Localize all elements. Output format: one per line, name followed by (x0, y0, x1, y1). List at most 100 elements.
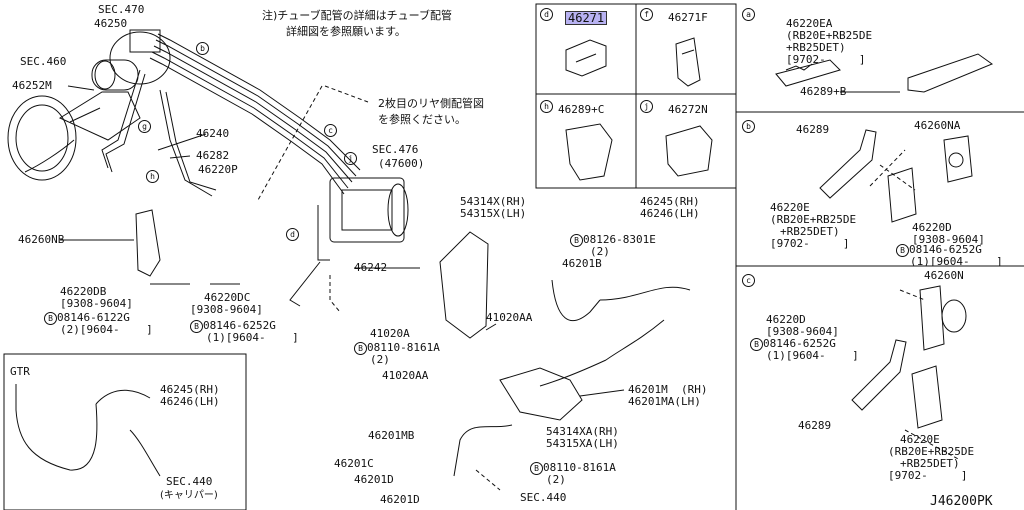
part-46271-highlighted[interactable]: 46271 (564, 11, 608, 25)
bolt-b-qty: (1)[9604- ] (910, 255, 1003, 268)
bracket-46260na-shape (943, 135, 973, 183)
clip-46272n-shape (665, 125, 713, 177)
bolt-b-icon: B (190, 320, 203, 333)
diagram-id: J46200PK (930, 494, 993, 509)
label-54315x: 54315X(LH) (460, 207, 527, 220)
label-46260n: 46260N (924, 269, 964, 282)
brake-booster-drawing (7, 29, 171, 181)
bracket-54314xa-shape (499, 367, 583, 421)
label-b-46289: 46289 (796, 123, 830, 136)
label-b-range: [9702- ] (770, 237, 850, 250)
callout-g[interactable]: g (138, 120, 151, 133)
label-46201c: 46201C (334, 457, 374, 470)
panel-callout-b: b (742, 120, 755, 133)
part-46289c[interactable]: 46289+C (558, 103, 605, 116)
clip-46220ea-shape (775, 59, 841, 87)
label-46220db: 46220DB (60, 285, 107, 298)
clip-46220e-b-shape (887, 167, 917, 223)
panel-callout-c: c (742, 274, 755, 287)
label-gtr-46246: 46246(LH) (160, 395, 220, 408)
clip-46271-shape (565, 39, 607, 77)
label-b-engines: (RB20E+RB25DE (770, 213, 857, 226)
callout-b[interactable]: b (196, 42, 209, 55)
label-c-range: [9308-9604] (766, 325, 839, 338)
label-a-range: [9702- ] (786, 53, 866, 66)
label-center-46245: 46245(RH) (640, 195, 700, 208)
callout-d[interactable]: d (286, 228, 299, 241)
clip-46220e-c-shape (911, 365, 943, 429)
bracket-46260n-shape (919, 285, 967, 351)
label-46250: 46250 (94, 17, 128, 30)
label-46242: 46242 (354, 261, 388, 274)
bolt-b-icon: B (354, 342, 367, 355)
bolt-08110-qty-2: (2) (546, 473, 566, 486)
label-41020aa: 41020AA (486, 311, 533, 324)
gtr-panel-frame (3, 353, 247, 510)
label-41020aa-2: 41020AA (382, 369, 429, 382)
panel-callout-f: f (640, 8, 653, 21)
panel-callout-j: j (640, 100, 653, 113)
label-gtr: GTR (10, 365, 30, 378)
label-47600: (47600) (378, 157, 425, 170)
bracket-46260nb-shape (135, 209, 161, 277)
label-41020a: 41020A (370, 327, 410, 340)
label-c-46220d: 46220D (766, 313, 806, 326)
panel-callout-a: a (742, 8, 755, 21)
label-c-range-2: [9702- ] (888, 469, 968, 482)
label-46240: 46240 (196, 127, 230, 140)
clip-46289c-shape (565, 123, 613, 181)
label-gtr-46245: 46245(RH) (160, 383, 220, 396)
part-46271f[interactable]: 46271F (668, 11, 708, 24)
bolt-b-icon: B (570, 234, 583, 247)
bolt-08146-6122g-qty: (2)[9604- ] (60, 323, 153, 336)
label-46201d-2: 46201D (380, 493, 420, 506)
clip-46271f-shape (675, 37, 701, 87)
label-46201d: 46201D (354, 473, 394, 486)
label-a-engines: (RB20E+RB25DE (786, 29, 873, 42)
label-46260nb: 46260NB (18, 233, 65, 246)
label-b-engines-2: +RB25DET) (780, 225, 840, 238)
callout-c[interactable]: c (324, 124, 337, 137)
bolt-b-icon: B (750, 338, 763, 351)
part-46272n[interactable]: 46272N (668, 103, 708, 116)
label-46201ma: 46201MA(LH) (628, 395, 701, 408)
label-46220dc-range: [9308-9604] (190, 303, 263, 316)
label-sec460: SEC.460 (20, 55, 67, 68)
clip-46289-b-shape (819, 129, 877, 199)
clip-46289-c-shape (851, 339, 907, 411)
label-46289b: 46289+B (800, 85, 847, 98)
label-center-sec440: SEC.440 (520, 491, 567, 504)
callout-j[interactable]: j (344, 152, 357, 165)
panel-callout-h: h (540, 100, 553, 113)
bolt-08126-qty: (2) (590, 245, 610, 258)
label-54314xa: 54314XA(RH) (546, 425, 619, 438)
panel-callout-d: d (540, 8, 553, 21)
note-line-1: 注)チューブ配管の詳細はチューブ配管 (262, 9, 452, 22)
label-46220db-range: [9308-9604] (60, 297, 133, 310)
label-center-46246: 46246(LH) (640, 207, 700, 220)
label-caliper: (キャリパー) (160, 490, 218, 501)
bolt-b-icon: B (530, 462, 543, 475)
label-sec470: SEC.470 (98, 3, 145, 16)
label-c-46220e: 46220E (900, 433, 940, 446)
rear-hoses (453, 279, 691, 477)
bolt-08110-qty: (2) (370, 353, 390, 366)
label-gtr-sec440: SEC.440 (166, 475, 213, 488)
label-c-46289: 46289 (798, 419, 832, 432)
bolt-08146-6252g-qty: (1)[9604- ] (206, 331, 299, 344)
label-b-range-2: [9308-9604] (912, 233, 985, 246)
bolt-b-icon: B (44, 312, 57, 325)
label-46252m: 46252M (12, 79, 52, 92)
note-rear-1: 2枚目のリヤ側配管図 (378, 97, 484, 110)
gtr-hose-drawing (15, 384, 161, 477)
label-46201m: 46201M (RH) (628, 383, 708, 396)
callout-h[interactable]: h (146, 170, 159, 183)
label-46282: 46282 (196, 149, 230, 162)
